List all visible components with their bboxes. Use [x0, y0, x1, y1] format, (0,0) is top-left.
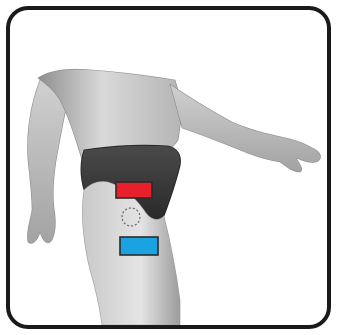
hip-electrode-diagram: [10, 10, 327, 325]
red-electrode-pad: [116, 182, 152, 198]
blue-electrode-pad: [120, 237, 158, 255]
right-arm: [170, 84, 321, 172]
illustration-frame: [6, 6, 331, 329]
